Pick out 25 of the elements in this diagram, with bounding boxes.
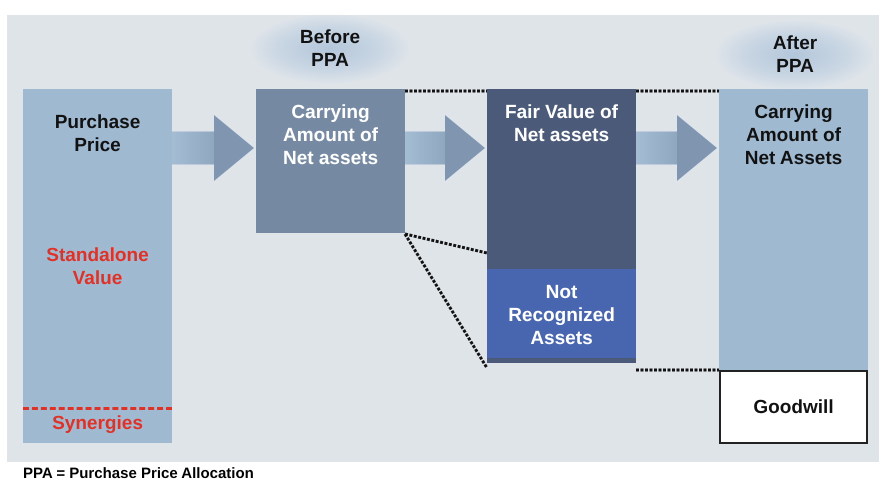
not-recognized-assets-box xyxy=(487,269,636,358)
segment-label: Standalone Value xyxy=(45,244,150,290)
purchase-price-bar xyxy=(23,89,172,443)
heading-text: Before PPA xyxy=(298,26,362,72)
dotted-connector-line xyxy=(404,232,488,254)
carrying-amount-box xyxy=(256,89,405,233)
box-label: Goodwill xyxy=(752,396,835,419)
block-arrow xyxy=(405,115,485,181)
dotted-connector-line xyxy=(405,90,487,92)
goodwill-box xyxy=(719,370,868,444)
carrying-amount-bar xyxy=(719,89,868,370)
heading-text: After PPA xyxy=(772,32,818,78)
block-arrow xyxy=(172,115,254,181)
box-label: Not Recognized Assets xyxy=(507,281,616,350)
box-label: Carrying Amount of Net Assets xyxy=(744,101,844,170)
bar-heading: Purchase Price xyxy=(54,111,142,157)
segment-label: Synergies xyxy=(51,412,144,435)
caption: PPA = Purchase Price Allocation xyxy=(23,466,254,482)
block-arrow xyxy=(636,115,717,181)
fair-value-bar xyxy=(487,89,636,363)
dotted-connector-line xyxy=(636,368,719,372)
box-label: Fair Value of Net assets xyxy=(504,101,619,147)
dotted-connector-line xyxy=(636,90,719,92)
box-label: Carrying Amount of Net assets xyxy=(282,101,380,170)
dotted-connector-line xyxy=(404,233,488,369)
